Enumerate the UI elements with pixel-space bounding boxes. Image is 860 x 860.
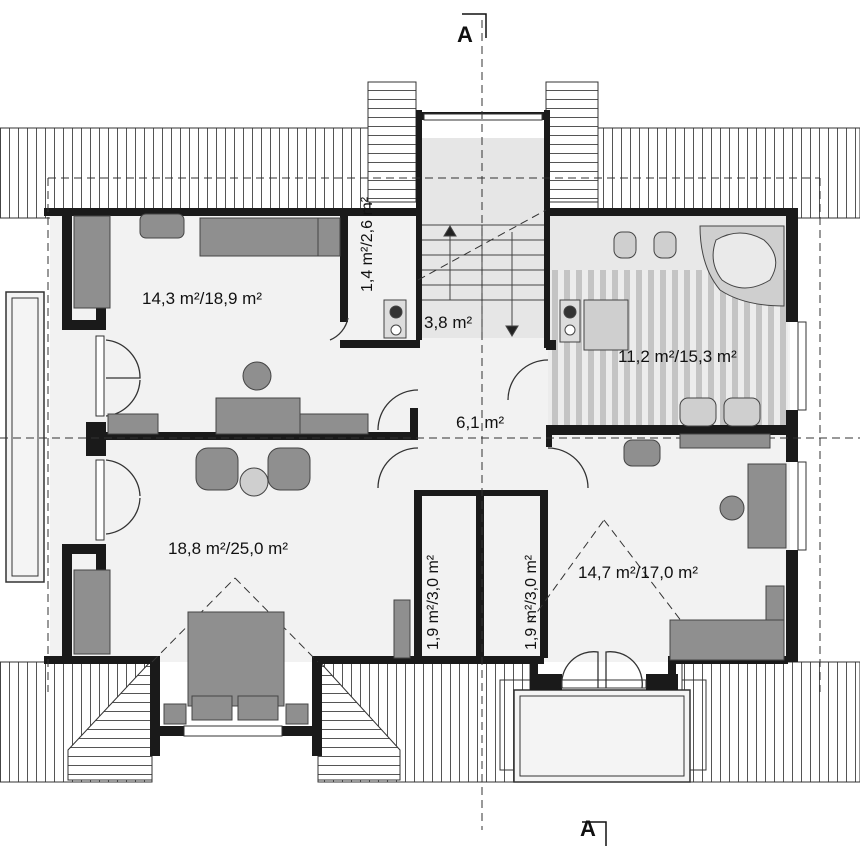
section-label-top: A bbox=[457, 22, 473, 47]
room-area-bedroom-main: 18,8 m²/25,0 m² bbox=[168, 539, 288, 558]
room-area-bathroom: 11,2 m²/15,3 m² bbox=[618, 347, 737, 366]
room-labels: 14,3 m²/18,9 m² 1,4 m²/2,6 m² 3,8 m² 11,… bbox=[142, 196, 737, 650]
room-area-office: 14,3 m²/18,9 m² bbox=[142, 289, 262, 308]
room-area-hall: 6,1 m² bbox=[456, 413, 505, 432]
balcony bbox=[5, 291, 691, 783]
furniture bbox=[73, 213, 787, 725]
room-area-closet-right: 1,9 m²/3,0 m² bbox=[523, 554, 540, 650]
section-marker-top: A bbox=[457, 13, 487, 47]
room-area-closet-left: 1,9 m²/3,0 m² bbox=[425, 554, 442, 650]
section-label-bottom: A bbox=[580, 816, 596, 841]
room-area-stair: 3,8 m² bbox=[424, 313, 473, 332]
room-area-bedroom-right: 14,7 m²/17,0 m² bbox=[578, 563, 698, 582]
section-marker-bottom: A bbox=[580, 816, 607, 846]
room-area-wc-small: 1,4 m²/2,6 m² bbox=[359, 196, 376, 292]
